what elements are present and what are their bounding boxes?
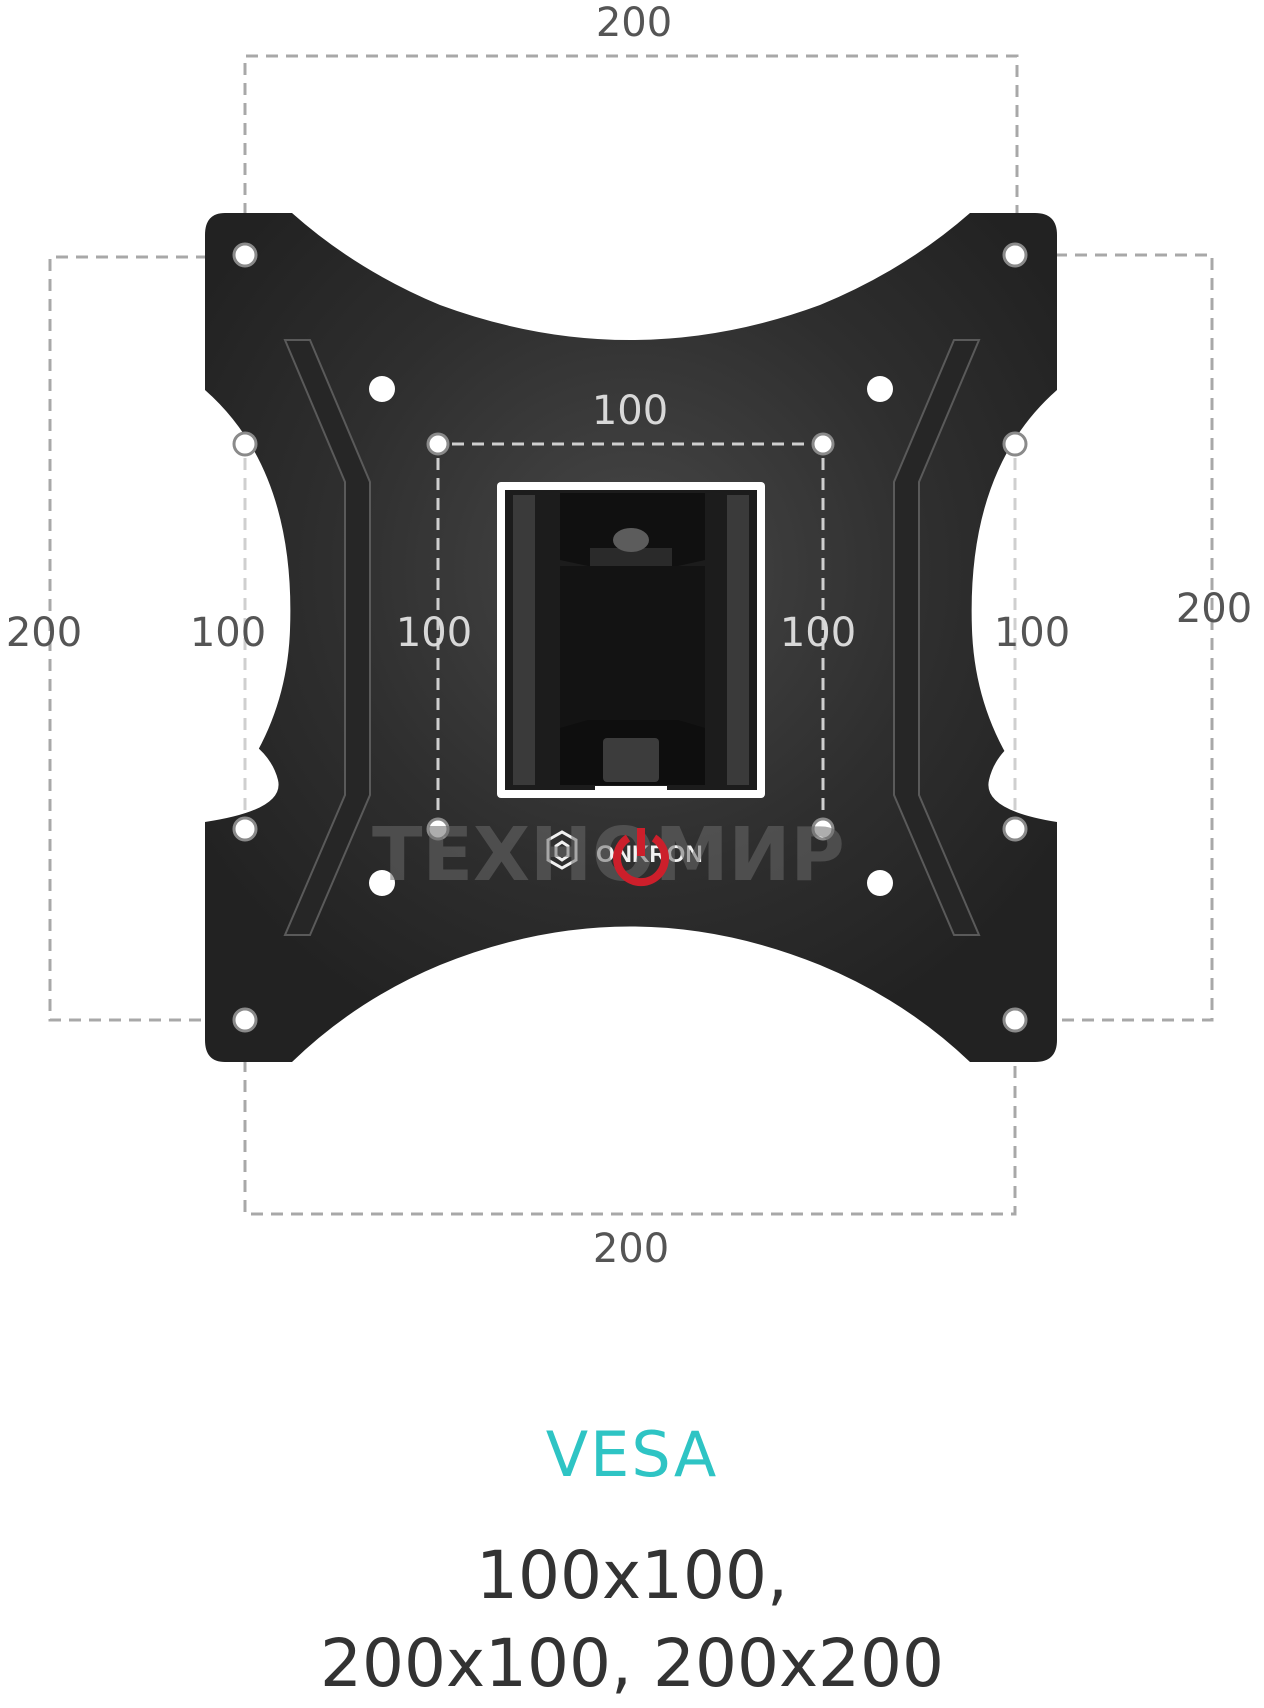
left-slot — [283, 339, 371, 936]
right-slot — [893, 339, 981, 936]
dim-left-inner-label: 100 — [190, 610, 266, 656]
watermark: ТЕХНОМИР — [372, 812, 845, 898]
vesa-sizes-line-1: 100x100, — [476, 1537, 788, 1614]
vesa-sizes: 100x100, 200x100, 200x200 — [0, 1532, 1264, 1708]
onkron-logo-icon — [546, 830, 578, 870]
watermark-power-icon — [613, 834, 669, 887]
outer-dimension-lines — [48, 54, 1214, 1216]
watermark-text: ТЕХНОМИР — [372, 812, 845, 898]
vesa-holes-200 — [232, 242, 1028, 1033]
vesa-holes-100 — [426, 432, 835, 841]
dim-right-inner-label: 100 — [994, 610, 1070, 656]
dim-inner-right-label: 100 — [780, 610, 856, 656]
dim-left-outer-label: 200 — [6, 610, 82, 656]
dim-right-outer-label: 200 — [1176, 586, 1252, 632]
dim-inner-left-label: 100 — [396, 610, 472, 656]
large-holes — [369, 376, 893, 896]
dim-top-label: 200 — [596, 0, 672, 46]
dim-inner-top-label: 100 — [592, 388, 668, 434]
center-bracket — [497, 482, 765, 798]
vesa-title: VESA — [545, 1418, 719, 1491]
dim-bottom-label: 200 — [593, 1226, 669, 1272]
vesa-sizes-line-2: 200x100, 200x200 — [320, 1625, 944, 1702]
